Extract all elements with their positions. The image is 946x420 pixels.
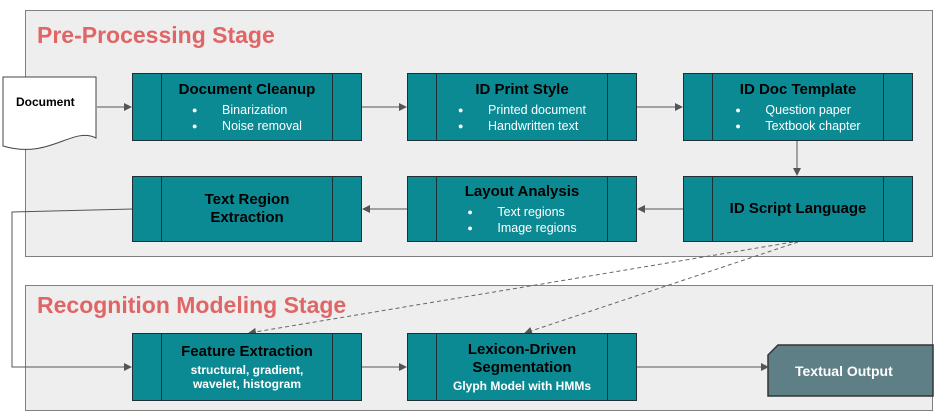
list-item: Image regions: [467, 220, 576, 236]
layout-analysis-box: Layout Analysis Text regions Image regio…: [407, 176, 637, 242]
id-script-language-title: ID Script Language: [729, 200, 867, 217]
document-cleanup-list: Binarization Noise removal: [192, 102, 302, 134]
id-print-style-list: Printed document Handwritten text: [458, 102, 586, 134]
id-print-style-title: ID Print Style: [475, 80, 569, 98]
arrow-textregion-to-feature: [11, 208, 133, 371]
text-region-extraction-box: Text Region Extraction: [132, 176, 362, 242]
output-shape: [767, 344, 934, 397]
id-doc-template-title: ID Doc Template: [739, 80, 857, 98]
list-item: Textbook chapter: [735, 118, 860, 134]
document-cleanup-title: Document Cleanup: [178, 80, 316, 98]
layout-analysis-list: Text regions Image regions: [467, 204, 576, 236]
list-item: Question paper: [735, 102, 860, 118]
list-item: Handwritten text: [458, 118, 586, 134]
text-region-title-line2: Extraction: [210, 209, 284, 226]
document-label: Document: [16, 95, 75, 109]
id-doc-template-list: Question paper Textbook chapter: [735, 102, 860, 134]
list-item: Text regions: [467, 204, 576, 220]
list-item: Noise removal: [192, 118, 302, 134]
lexicon-sub: Glyph Model with HMMs: [453, 379, 591, 393]
feature-extraction-sub-line2: wavelet, histogram: [192, 377, 302, 391]
document-cleanup-box: Document Cleanup Binarization Noise remo…: [132, 73, 362, 141]
preprocessing-stage-title: Pre-Processing Stage: [37, 22, 275, 48]
document-shape: [2, 76, 97, 150]
lexicon-title-line2: Segmentation: [472, 359, 572, 376]
recognition-stage-title: Recognition Modeling Stage: [37, 292, 347, 318]
feature-extraction-box: Feature Extraction structural, gradient,…: [132, 333, 362, 401]
list-item: Binarization: [192, 102, 302, 118]
lexicon-title-line1: Lexicon-Driven: [467, 341, 577, 358]
id-doc-template-box: ID Doc Template Question paper Textbook …: [683, 73, 913, 141]
id-script-language-box: ID Script Language: [683, 176, 913, 242]
textual-output-label: Textual Output: [795, 363, 893, 379]
id-print-style-box: ID Print Style Printed document Handwrit…: [407, 73, 637, 141]
feature-extraction-title: Feature Extraction: [181, 343, 313, 360]
layout-analysis-title: Layout Analysis: [464, 182, 580, 200]
dashed-arrow-script-to-lexicon: [524, 241, 799, 335]
list-item: Printed document: [458, 102, 586, 118]
dashed-arrow-script-to-feature: [248, 241, 794, 336]
text-region-title-line1: Text Region: [204, 191, 290, 208]
lexicon-segmentation-box: Lexicon-Driven Segmentation Glyph Model …: [407, 333, 637, 401]
feature-extraction-sub-line1: structural, gradient,: [190, 363, 304, 377]
